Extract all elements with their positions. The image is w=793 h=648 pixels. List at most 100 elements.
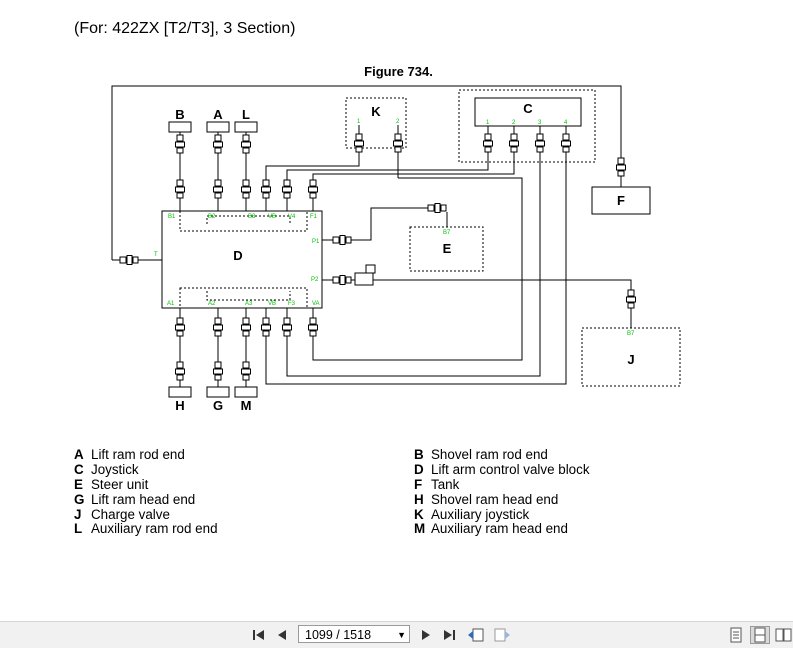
port-vb-bot: VB (268, 301, 276, 307)
port-a3: A3 (245, 301, 253, 307)
port-c3: 3 (538, 120, 542, 126)
last-page-icon[interactable] (440, 627, 458, 643)
ram-h-head (168, 386, 192, 398)
legend-item: B Shovel ram rod end (414, 447, 590, 463)
port-t: T (154, 252, 158, 258)
port-k2: 2 (396, 119, 400, 125)
label-c: C (523, 101, 533, 116)
legend-key: L (74, 521, 83, 537)
port-p2: P2 (311, 277, 319, 283)
legend-key: G (74, 491, 85, 507)
legend-desc: Auxiliary joystick (431, 506, 530, 522)
legend-item: C Joystick (74, 461, 218, 478)
port-j: B7 (627, 331, 635, 337)
legend-desc: Steer unit (91, 476, 149, 492)
legend-desc: Tank (431, 476, 460, 492)
legend-item: G Lift ram head end (74, 491, 218, 508)
label-d: D (233, 248, 242, 263)
legend-desc: Charge valve (91, 506, 170, 522)
legend-desc: Auxiliary ram head end (431, 521, 568, 537)
single-page-icon[interactable] (727, 627, 745, 643)
first-page-icon[interactable] (250, 627, 268, 643)
continuous-page-icon[interactable] (750, 626, 770, 644)
label-e: E (443, 241, 452, 256)
legend-item: K Auxiliary joystick (414, 506, 590, 523)
legend-desc: Auxiliary ram rod end (91, 521, 218, 537)
valve-block-d-inner-bot (179, 287, 308, 309)
joystick-c-inner-box (474, 97, 582, 127)
port-a2: A2 (208, 301, 216, 307)
port-k1: 1 (357, 119, 361, 125)
legend-key: J (74, 506, 82, 522)
page-number-select[interactable]: 1099 / 1518 ▼ (298, 625, 410, 643)
ram-m-head (234, 386, 258, 398)
legend-key: E (74, 476, 83, 492)
port-b3: B3 (248, 214, 256, 220)
label-h: H (175, 398, 184, 413)
legend-key: D (414, 461, 424, 477)
port-c2: 2 (512, 120, 516, 126)
port-f3: F3 (288, 301, 296, 307)
port-v4: V4 (288, 214, 296, 220)
figure-title: Figure 734. (0, 64, 793, 79)
legend-desc: Shovel ram rod end (431, 447, 548, 462)
legend-key: M (414, 521, 426, 537)
port-a1: A1 (167, 301, 175, 307)
valve-block-d-inner-top (179, 210, 308, 232)
label-m: M (241, 398, 252, 413)
legend-item: F Tank (414, 476, 590, 493)
next-page-icon[interactable] (417, 627, 435, 643)
legend-item: A Lift ram rod end (74, 447, 218, 463)
port-va: VA (312, 301, 320, 307)
legend-key: K (414, 506, 424, 522)
p2-solenoid-coil (365, 264, 376, 274)
ram-g-head (206, 386, 230, 398)
port-b2: B2 (208, 214, 216, 220)
legend-item: M Auxiliary ram head end (414, 522, 590, 537)
label-j: J (627, 352, 634, 367)
legend-item: J Charge valve (74, 506, 218, 523)
legend-item: D Lift arm control valve block (414, 461, 590, 478)
joystick-c-outer-box (458, 89, 596, 163)
label-k: K (371, 104, 381, 119)
legend-key: F (414, 476, 423, 492)
figure-title-text: Figure 734. (364, 64, 433, 79)
port-c4: 4 (564, 120, 568, 126)
legend-desc: Lift arm control valve block (431, 461, 590, 477)
forward-view-icon[interactable] (493, 627, 511, 643)
legend-key: B (414, 447, 424, 462)
label-f: F (617, 193, 625, 208)
back-view-icon[interactable] (467, 627, 485, 643)
ram-l-rod (234, 121, 258, 133)
viewer-toolbar: 1099 / 1518 ▼ (0, 621, 793, 648)
hydraulic-diagram: B A L K C F D E J H G M B1 B2 B3 VB V4 F… (111, 85, 681, 413)
port-b1: B1 (168, 214, 176, 220)
label-b: B (175, 107, 184, 122)
legend-desc: Shovel ram head end (431, 491, 559, 507)
p2-solenoid (354, 272, 374, 286)
legend-item: E Steer unit (74, 476, 218, 493)
legend-key: A (74, 447, 84, 462)
document-header: (For: 422ZX [T2/T3], 3 Section) (74, 20, 296, 37)
legend-key: C (74, 461, 84, 477)
ram-b-rod (168, 121, 192, 133)
port-vb-top: VB (268, 214, 276, 220)
legend-desc: Lift ram rod end (91, 447, 185, 462)
ram-a-rod (206, 121, 230, 133)
label-g: G (213, 398, 223, 413)
prev-page-icon[interactable] (273, 627, 291, 643)
legend-item: H Shovel ram head end (414, 491, 590, 508)
legend-right: B Shovel ram rod end D Lift arm control va… (414, 447, 590, 537)
label-l: L (242, 107, 250, 122)
legend-desc: Lift ram head end (91, 491, 196, 507)
legend-key: H (414, 491, 424, 507)
legend-desc: Joystick (91, 461, 139, 477)
port-e: B7 (443, 230, 451, 236)
port-f1-top: F1 (310, 214, 318, 220)
legend-item: L Auxiliary ram rod end (74, 522, 218, 537)
page-number-value: 1099 / 1518 (305, 628, 372, 642)
facing-pages-icon[interactable] (775, 627, 793, 643)
port-p1: P1 (312, 239, 320, 245)
joystick-k-box (345, 97, 407, 149)
